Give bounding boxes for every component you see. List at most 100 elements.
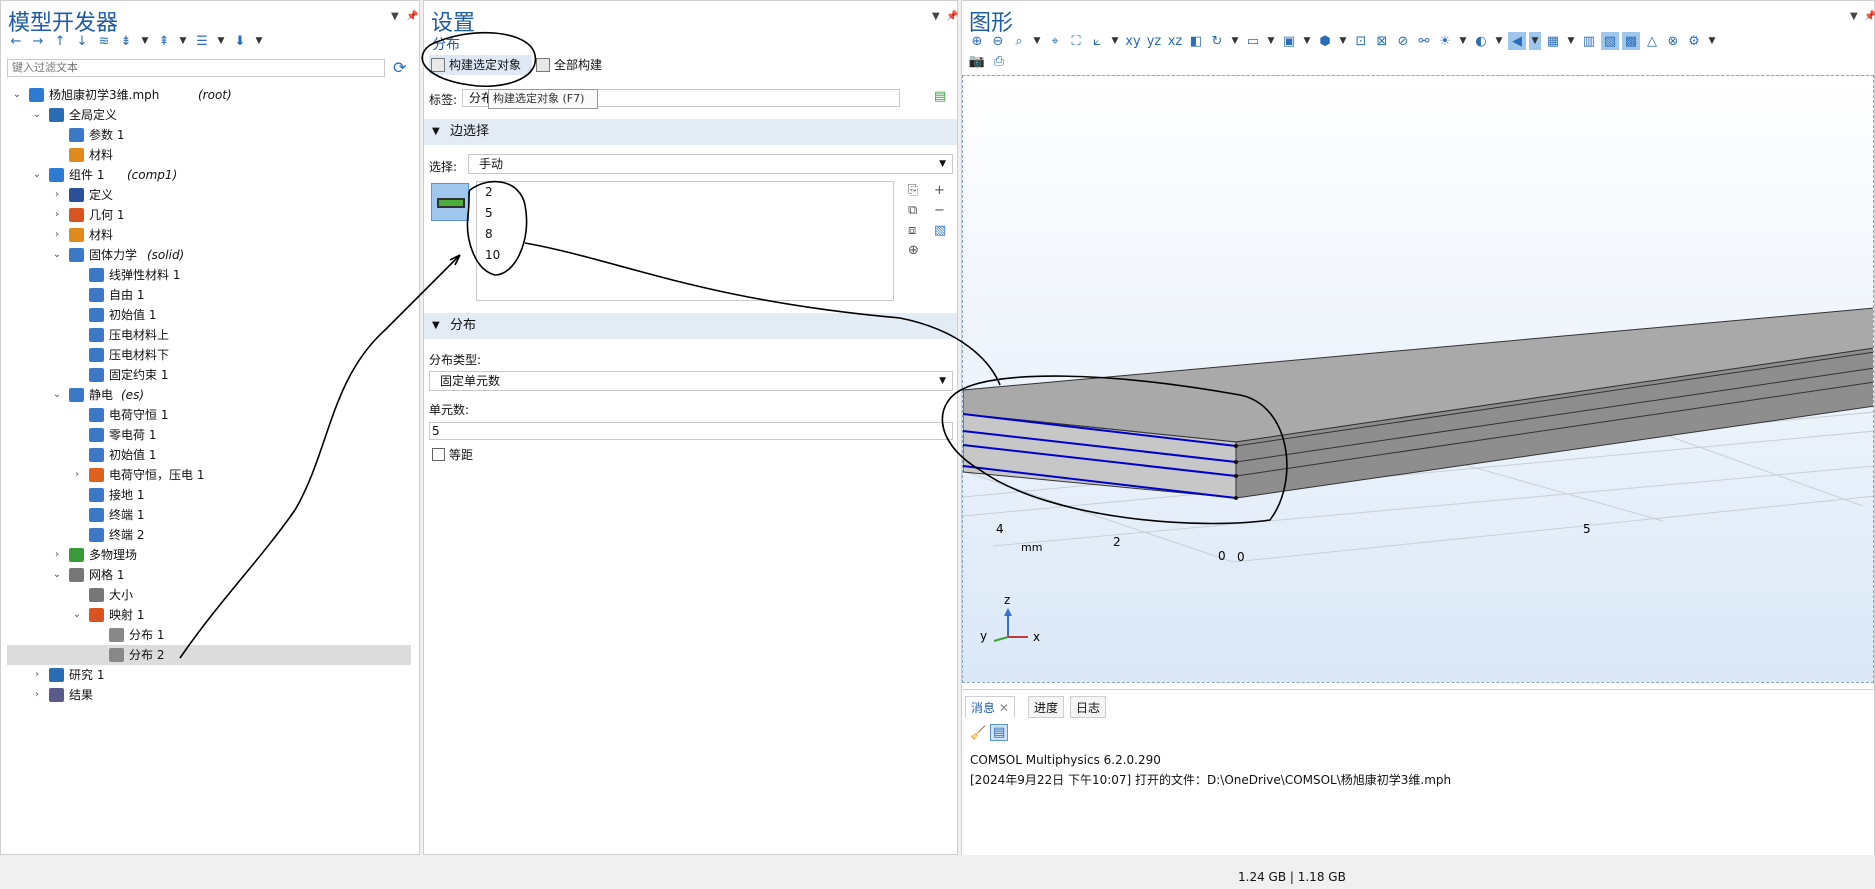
tree-node[interactable]: ›结果 [7, 685, 411, 705]
chevron-down-icon[interactable]: ▼ [1303, 36, 1311, 46]
select-objects-icon[interactable]: ▣ [1282, 33, 1296, 49]
chevron-down-icon[interactable]: ▼ [1033, 36, 1041, 46]
tree-node[interactable]: ⌄全局定义 [7, 105, 411, 125]
tree-node[interactable]: 分布 2 [7, 645, 411, 665]
link-icon[interactable]: ⚯ [1418, 33, 1430, 49]
edge-list-item[interactable]: 10 [485, 248, 501, 262]
chevron-right-icon[interactable]: › [55, 549, 59, 560]
warning-view-icon[interactable]: △ [1647, 33, 1657, 49]
tree-node[interactable]: 压电材料下 [7, 345, 411, 365]
mesh-render-icon[interactable]: ▩ [1622, 32, 1640, 50]
copy-icon[interactable]: ⧉ [908, 203, 918, 218]
chevron-down-icon[interactable]: ⌄ [32, 109, 42, 120]
clear-messages-icon[interactable]: 🧹 [970, 726, 987, 741]
settings-gear-icon[interactable]: ⚙ [1688, 33, 1700, 49]
tab-log[interactable]: 日志 [1070, 696, 1107, 718]
chevron-right-icon[interactable]: › [75, 469, 79, 480]
remove-icon[interactable]: − [934, 203, 945, 218]
build-all-button[interactable]: 全部构建 [534, 55, 624, 75]
tree-node[interactable]: ›多物理场 [7, 545, 411, 565]
tree-node[interactable]: ›材料 [7, 225, 411, 245]
tab-messages[interactable]: 消息 ✕ [965, 696, 1015, 718]
tree-node[interactable]: ⌄映射 1 [7, 605, 411, 625]
tree-node[interactable]: 大小 [7, 585, 411, 605]
create-selection-icon[interactable]: ▧ [934, 223, 947, 238]
chevron-down-icon[interactable]: ▼ [1459, 36, 1467, 46]
node-label-icon[interactable]: ▤ [934, 89, 947, 104]
xy-view-icon[interactable]: xy [1125, 33, 1141, 49]
chevron-down-icon[interactable]: ▼ [141, 36, 149, 46]
collapse-icon[interactable]: ⇞ [158, 33, 170, 49]
forward-arrow-icon[interactable]: → [32, 33, 44, 49]
chevron-down-icon[interactable]: ▼ [1339, 36, 1347, 46]
tree-node[interactable]: ›几何 1 [7, 205, 411, 225]
move-down-icon[interactable]: ↓ [76, 33, 88, 49]
pin-icon[interactable]: 📌 [406, 11, 419, 22]
panel-menu-icon[interactable]: ▼ [932, 11, 940, 22]
chevron-right-icon[interactable]: › [35, 689, 39, 700]
edge-list-item[interactable]: 5 [485, 206, 493, 220]
distribution-type-dropdown[interactable]: 固定单元数 ▼ [429, 371, 953, 391]
tree-node[interactable]: ›电荷守恒，压电 1 [7, 465, 411, 485]
tree-node[interactable]: 终端 1 [7, 505, 411, 525]
tree-node[interactable]: ⌄静电(es) [7, 385, 411, 405]
tree-node[interactable]: 材料 [7, 145, 411, 165]
transparency-icon[interactable]: ◐ [1475, 33, 1487, 49]
chevron-down-icon[interactable]: ▼ [1111, 36, 1119, 46]
chevron-down-icon[interactable]: ⌄ [12, 89, 22, 100]
build-selected-button[interactable]: 构建选定对象 [429, 55, 532, 75]
selection-dropdown[interactable]: 手动 ▼ [468, 154, 953, 174]
tree-node[interactable]: 压电材料上 [7, 325, 411, 345]
grid-icon[interactable]: ▥ [1582, 33, 1596, 49]
chevron-down-icon[interactable]: ⌄ [32, 169, 42, 180]
tree-node[interactable]: ›定义 [7, 185, 411, 205]
list-icon[interactable]: ☰ [196, 33, 208, 49]
add-icon[interactable]: + [934, 183, 945, 198]
chevron-right-icon[interactable]: › [55, 229, 59, 240]
paste-selection-icon[interactable]: ⎘ [908, 183, 919, 198]
chevron-down-icon[interactable]: ▼ [1567, 36, 1575, 46]
zoom-in-icon[interactable]: ⊕ [971, 33, 983, 49]
tree-node[interactable]: 电荷守恒 1 [7, 405, 411, 425]
chevron-right-icon[interactable]: › [55, 189, 59, 200]
chevron-down-icon[interactable]: ⌄ [52, 249, 62, 260]
chevron-down-icon[interactable]: ▼ [179, 36, 187, 46]
chevron-down-icon[interactable]: ▼ [1267, 36, 1275, 46]
yz-view-icon[interactable]: yz [1146, 33, 1162, 49]
chevron-down-icon[interactable]: ⌄ [52, 569, 62, 580]
zoom-selection-icon[interactable]: ⊡ [1355, 33, 1367, 49]
chevron-down-icon[interactable]: ▼ [1708, 36, 1716, 46]
expand-icon[interactable]: ⇟ [120, 33, 132, 49]
tree-node[interactable]: ⌄网格 1 [7, 565, 411, 585]
print-icon[interactable]: ⎙ [993, 53, 1005, 69]
clear-icon[interactable]: ⊗ [1667, 33, 1679, 49]
chevron-down-icon[interactable]: ▼ [1231, 36, 1239, 46]
view-mode-icon[interactable]: ◀ [1508, 32, 1526, 50]
chevron-down-icon[interactable]: ▼ [1529, 32, 1541, 50]
activate-selection-toggle[interactable] [431, 183, 469, 221]
deselect-icon[interactable]: ⊠ [1376, 33, 1388, 49]
filter-input[interactable] [7, 59, 385, 77]
chevron-down-icon[interactable]: ⌄ [52, 389, 62, 400]
edge-selection-section[interactable]: ▼ 边选择 [424, 119, 957, 145]
rotate-icon[interactable]: ↻ [1211, 33, 1223, 49]
tab-progress[interactable]: 进度 [1028, 696, 1065, 718]
center-icon[interactable]: ⌖ [1051, 33, 1059, 49]
pin-icon[interactable]: 📌 [946, 11, 959, 22]
pin-icon[interactable]: 📌 [1864, 11, 1875, 22]
zoom-extents-icon[interactable]: ⛶ [1071, 33, 1081, 49]
tree-node[interactable]: 接地 1 [7, 485, 411, 505]
tree-node[interactable]: 分布 1 [7, 625, 411, 645]
move-up-icon[interactable]: ↑ [54, 33, 66, 49]
tree-node[interactable]: 线弹性材料 1 [7, 265, 411, 285]
camera-view-icon[interactable]: ◧ [1189, 33, 1203, 49]
tree-node[interactable]: ⌄组件 1(comp1) [7, 165, 411, 185]
pin-node-icon[interactable]: ⬇ [234, 33, 246, 49]
tree-node[interactable]: 自由 1 [7, 285, 411, 305]
axes-icon[interactable]: ⟀ [1093, 33, 1101, 49]
show-messages-icon[interactable]: ▤ [990, 724, 1009, 741]
zoom-box-icon[interactable]: ⌕ [1015, 33, 1023, 49]
zoom-out-icon[interactable]: ⊖ [992, 33, 1004, 49]
tree-node[interactable]: 参数 1 [7, 125, 411, 145]
